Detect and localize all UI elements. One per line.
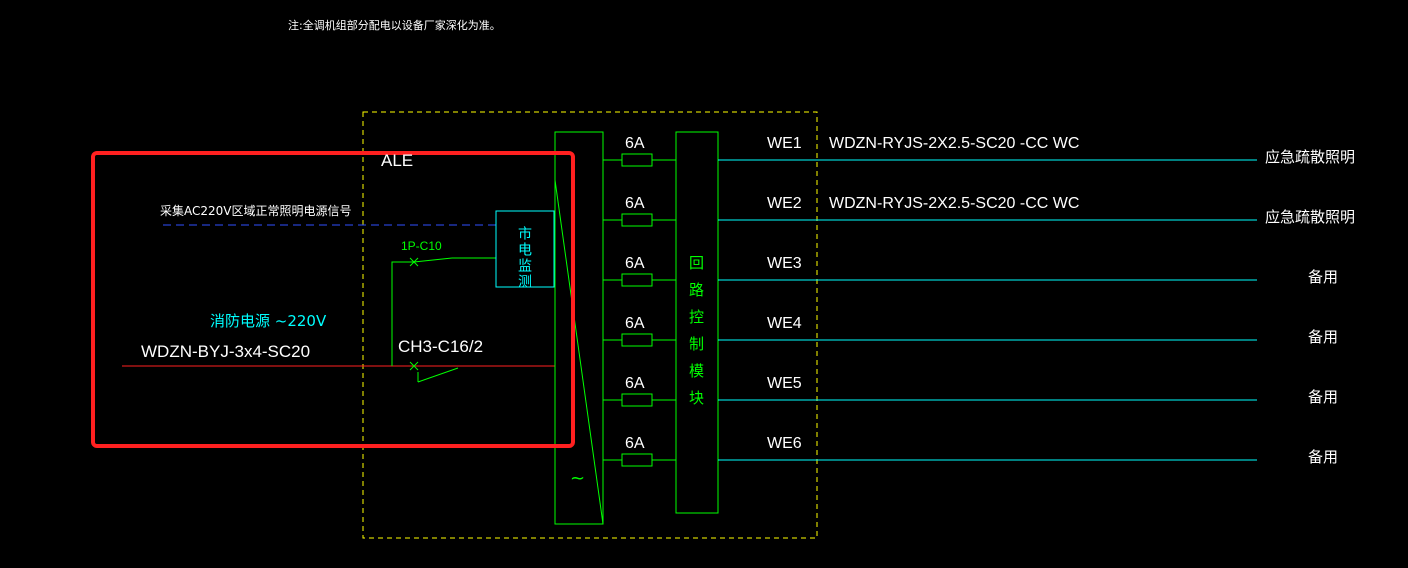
fuse-symbol <box>621 453 653 467</box>
circuit-load: 备用 <box>1308 328 1339 346</box>
incoming-cable: WDZN-BYJ-3x4-SC20 <box>141 342 311 361</box>
circuit-load: 应急疏散照明 <box>1265 148 1356 166</box>
circuit-id: WE1 <box>767 135 802 152</box>
fuse-symbol <box>621 273 653 287</box>
fuse-symbol <box>621 213 653 227</box>
circuit-id: WE6 <box>767 435 802 452</box>
circuit-load: 备用 <box>1308 388 1339 406</box>
circuit-load: 备用 <box>1308 448 1339 466</box>
breaker-label: 1P-C10 <box>401 239 442 253</box>
panel-boundary <box>362 111 818 539</box>
fuse-rating: 6A <box>625 315 645 332</box>
busbar-diagonal <box>554 179 604 525</box>
fuse-rating: 6A <box>625 375 645 392</box>
switch-ch3 <box>409 361 459 383</box>
fuse-rating: 6A <box>625 255 645 272</box>
fuse-rating: 6A <box>625 435 645 452</box>
busbar-tilde: ~ <box>570 468 586 489</box>
circuit-id: WE4 <box>767 315 802 332</box>
fuse-symbol <box>621 393 653 407</box>
circuit-load: 应急疏散照明 <box>1265 208 1356 226</box>
controller-label: 市电监测 <box>516 226 532 290</box>
controller-box <box>495 210 555 288</box>
control-module <box>675 131 719 514</box>
circuit-cable: WDZN-RYJS-2X2.5-SC20 -CC WC <box>829 195 1080 212</box>
circuit-id: WE2 <box>767 195 802 212</box>
busbar <box>554 131 604 525</box>
fuse-symbol <box>621 333 653 347</box>
fuse-symbol <box>621 153 653 167</box>
panel-name: ALE <box>381 151 414 170</box>
source-label: 消防电源 ~220V <box>210 312 327 330</box>
highlight-box <box>91 151 575 448</box>
circuit-cable: WDZN-RYJS-2X2.5-SC20 -CC WC <box>829 135 1080 152</box>
breaker-1p-c10 <box>409 257 496 267</box>
module-label: 回路控制模块 <box>687 255 705 417</box>
note-text: 注:全调机组部分配电以设备厂家深化为准。 <box>288 19 501 32</box>
circuit-load: 备用 <box>1308 268 1339 286</box>
switch-label: CH3-C16/2 <box>398 337 484 356</box>
circuit-id: WE3 <box>767 255 802 272</box>
fuse-rating: 6A <box>625 135 645 152</box>
circuit-id: WE5 <box>767 375 802 392</box>
fuse-rating: 6A <box>625 195 645 212</box>
signal-label: 采集AC220V区域正常照明电源信号 <box>160 204 352 218</box>
branch-wire <box>391 261 414 366</box>
